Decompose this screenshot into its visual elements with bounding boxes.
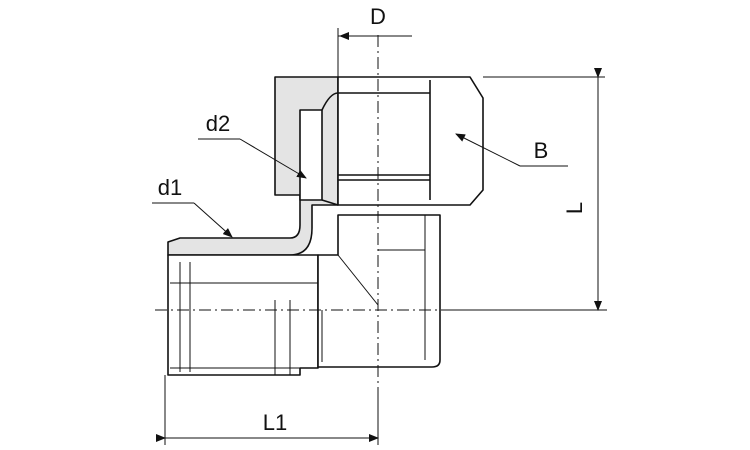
leader-B bbox=[455, 133, 568, 167]
swivel-nut bbox=[321, 76, 484, 206]
dimension-D bbox=[337, 28, 412, 77]
label-B: B bbox=[534, 138, 549, 163]
leader-d1 bbox=[152, 202, 233, 238]
leader-d2 bbox=[198, 138, 307, 179]
label-d2: d2 bbox=[206, 111, 230, 136]
label-d1: d1 bbox=[158, 175, 182, 200]
label-L: L bbox=[562, 202, 587, 214]
label-D: D bbox=[370, 4, 386, 29]
dimension-L1 bbox=[156, 375, 379, 445]
dimension-L bbox=[450, 68, 605, 311]
label-L1: L1 bbox=[263, 410, 287, 435]
body-section bbox=[167, 76, 339, 256]
elbow-body bbox=[317, 214, 441, 368]
male-thread-body bbox=[167, 254, 319, 376]
